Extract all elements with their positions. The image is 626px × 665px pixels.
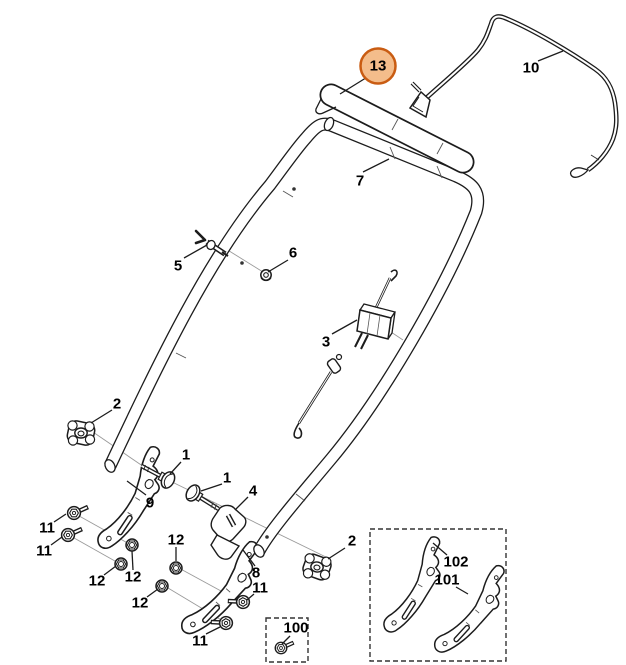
- leader-line-3: [331, 319, 358, 335]
- part-label-10[interactable]: 10: [522, 59, 540, 77]
- part-label-4[interactable]: 4: [248, 482, 258, 500]
- leader-line-1: [169, 461, 182, 475]
- cable-clamp-4: [210, 504, 247, 560]
- upper-handle-tube: [104, 116, 485, 558]
- part-label-6[interactable]: 6: [288, 244, 298, 262]
- part-label-5[interactable]: 5: [173, 257, 183, 275]
- part-label-1[interactable]: 1: [222, 469, 232, 487]
- leader-line-102: [432, 542, 448, 556]
- bail-wire-10: [408, 14, 619, 178]
- part-label-11[interactable]: 11: [252, 579, 268, 597]
- part-label-12[interactable]: 12: [131, 594, 149, 612]
- throttle-cable-3: [293, 269, 398, 439]
- leader-line-4: [234, 496, 249, 511]
- part-label-13[interactable]: 13: [369, 57, 387, 75]
- leader-line-5: [183, 244, 208, 259]
- part-label-1[interactable]: 1: [181, 446, 191, 464]
- leader-line-6: [267, 259, 289, 273]
- leader-line-9: [126, 480, 147, 496]
- leader-line-11: [205, 626, 221, 635]
- handle-grip-13: [315, 83, 475, 174]
- leader-line-11: [246, 593, 255, 601]
- leader-line-2: [90, 409, 113, 424]
- part-label-2[interactable]: 2: [347, 532, 357, 550]
- part-label-3[interactable]: 3: [321, 333, 331, 351]
- part-label-7[interactable]: 7: [355, 172, 365, 190]
- part-label-11[interactable]: 11: [192, 632, 208, 650]
- leader-line-12: [131, 550, 134, 571]
- part-label-9[interactable]: 9: [145, 494, 155, 512]
- part-label-12[interactable]: 12: [167, 531, 185, 549]
- part-label-12[interactable]: 12: [124, 568, 142, 586]
- leader-line-11: [50, 536, 63, 546]
- inset-box-100: [265, 617, 309, 663]
- part-label-11[interactable]: 11: [39, 519, 55, 537]
- inset-box-101-102: [369, 528, 507, 662]
- leader-line-101: [455, 586, 469, 595]
- leader-line-1: [200, 483, 223, 492]
- leader-line-8: [242, 549, 256, 567]
- nut-6: [260, 269, 272, 282]
- leader-line-12: [146, 588, 159, 598]
- cable-clip-5: [194, 229, 229, 257]
- leader-line-10: [537, 50, 564, 62]
- part-label-100[interactable]: 100: [283, 619, 309, 637]
- leader-line-7: [362, 158, 390, 173]
- leader-line-13: [339, 75, 370, 95]
- part-label-11[interactable]: 11: [36, 542, 52, 560]
- part-label-8[interactable]: 8: [251, 564, 261, 582]
- part-label-101[interactable]: 101: [434, 571, 460, 589]
- leader-line-12: [103, 565, 117, 576]
- part-label-2[interactable]: 2: [112, 395, 122, 413]
- highlight-circle: [359, 47, 397, 85]
- leader-line-11: [53, 513, 67, 523]
- part-label-102[interactable]: 102: [443, 553, 469, 571]
- part-label-12[interactable]: 12: [88, 572, 106, 590]
- leader-line-100: [281, 635, 291, 645]
- leader-line-2: [327, 547, 346, 560]
